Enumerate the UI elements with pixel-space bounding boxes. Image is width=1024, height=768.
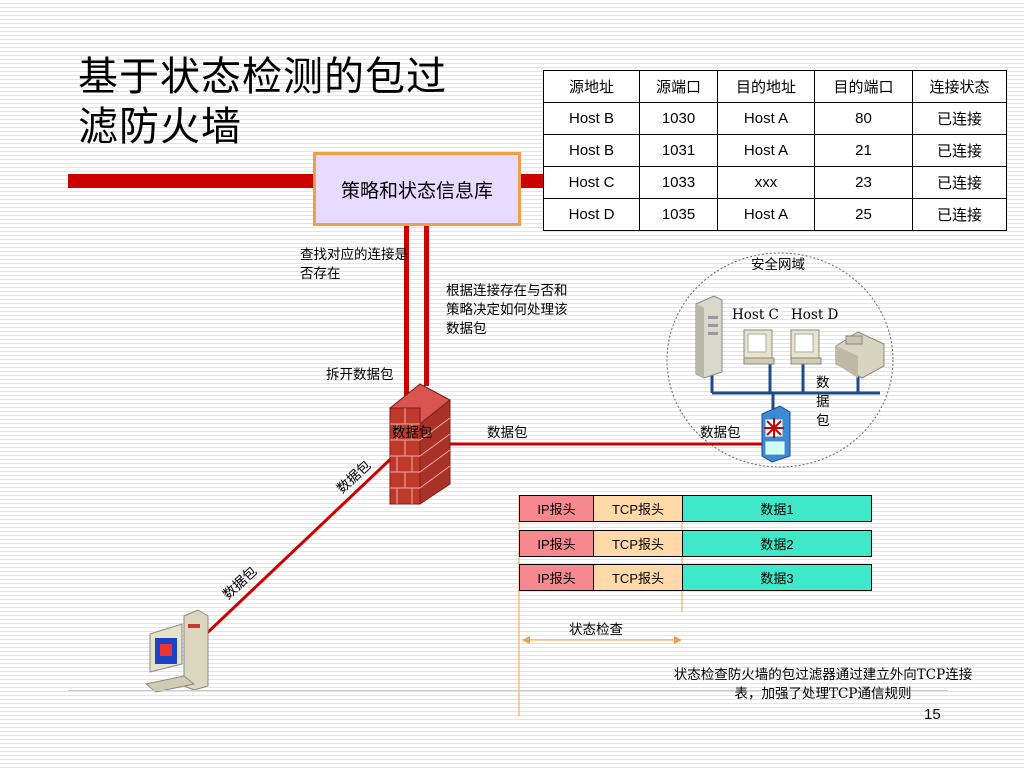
server-icon [695, 295, 723, 379]
firewall-packet-label: 数据包 [392, 425, 433, 441]
host-d-label: Host D [791, 307, 839, 323]
ip-header-cell: IP报头 [520, 496, 594, 521]
data-cell: 数据1 [683, 496, 871, 521]
decide-line [424, 226, 429, 386]
tcp-header-cell: TCP报头 [594, 496, 683, 521]
table-cell: 23 [814, 166, 913, 199]
secure-zone-label: 安全网域 [751, 257, 805, 273]
title-line-1: 基于状态检测的包过 [78, 54, 447, 100]
packet-label-right: 数据包 [700, 425, 741, 441]
table-cell: 1035 [639, 198, 718, 231]
client-pc-icon [144, 609, 209, 693]
decide-label: 根据连接存在与否和策略决定如何处理该数据包 [446, 283, 568, 337]
table-cell: 已连接 [912, 134, 1007, 167]
table-cell: Host B [543, 134, 640, 167]
table-cell: 80 [814, 102, 913, 135]
packet-label-mid: 数据包 [487, 425, 528, 441]
description-text: 状态检查防火墙的包过滤器通过建立外向TCP连接表，加强了处理TCP通信规则 [673, 667, 973, 702]
page-number: 15 [924, 706, 941, 723]
table-cell: 1031 [639, 134, 718, 167]
table-cell: 已连接 [912, 198, 1007, 231]
ip-header-cell: IP报头 [520, 531, 594, 556]
table-cell: 25 [814, 198, 913, 231]
data-cell: 数据2 [683, 531, 871, 556]
host-d-icon [790, 329, 822, 365]
table-cell: Host B [543, 102, 640, 135]
printer-icon [835, 331, 885, 379]
col-src-addr: 源地址 [543, 70, 640, 103]
title-line-2: 滤防火墙 [78, 104, 242, 150]
unpack-label: 拆开数据包 [326, 367, 394, 383]
packet-row: IP报头 TCP报头 数据1 [519, 495, 872, 522]
lookup-line [404, 226, 409, 396]
table-row: Host B 1031 Host A 21 已连接 [543, 134, 1007, 167]
packet-row: IP报头 TCP报头 数据3 [519, 564, 872, 591]
ip-header-cell: IP报头 [520, 565, 594, 590]
lookup-label: 查找对应的连接是否存在 [300, 247, 408, 282]
table-cell: Host A [717, 198, 815, 231]
packet-row: IP报头 TCP报头 数据2 [519, 530, 872, 557]
state-check-label: 状态检查 [569, 622, 623, 638]
tcp-header-cell: TCP报头 [594, 531, 683, 556]
diag-packet-label-lower: 数据包 [220, 564, 261, 603]
host-c-icon [743, 329, 775, 365]
link-pc-firewall [203, 450, 400, 637]
table-row: Host D 1035 Host A 25 已连接 [543, 198, 1007, 231]
firewall-icon [389, 383, 451, 505]
table-row: Host B 1030 Host A 80 已连接 [543, 102, 1007, 135]
col-conn-state: 连接状态 [912, 70, 1007, 103]
slide-title: 基于状态检测的包过 滤防火墙 [78, 52, 447, 152]
connection-table: 源地址 源端口 目的地址 目的端口 连接状态 Host B 1030 Host … [543, 70, 1007, 231]
tcp-header-cell: TCP报头 [594, 565, 683, 590]
table-cell: 已连接 [912, 102, 1007, 135]
packet-vertical-label: 数据包 [816, 375, 830, 429]
switch-icon [761, 405, 791, 463]
table-cell: 1030 [639, 102, 718, 135]
col-src-port: 源端口 [639, 70, 718, 103]
policy-state-db: 策略和状态信息库 [313, 152, 521, 226]
host-c-label: Host C [732, 307, 779, 323]
secure-zone-ellipse [666, 252, 894, 468]
title-underline-right [522, 174, 548, 188]
table-cell: Host A [717, 102, 815, 135]
data-cell: 数据3 [683, 565, 871, 590]
table-cell: xxx [717, 166, 815, 199]
col-dst-addr: 目的地址 [717, 70, 815, 103]
diag-packet-label-upper: 数据包 [334, 458, 375, 497]
bottom-divider [68, 690, 948, 691]
table-row: Host C 1033 xxx 23 已连接 [543, 166, 1007, 199]
table-cell: Host D [543, 198, 640, 231]
